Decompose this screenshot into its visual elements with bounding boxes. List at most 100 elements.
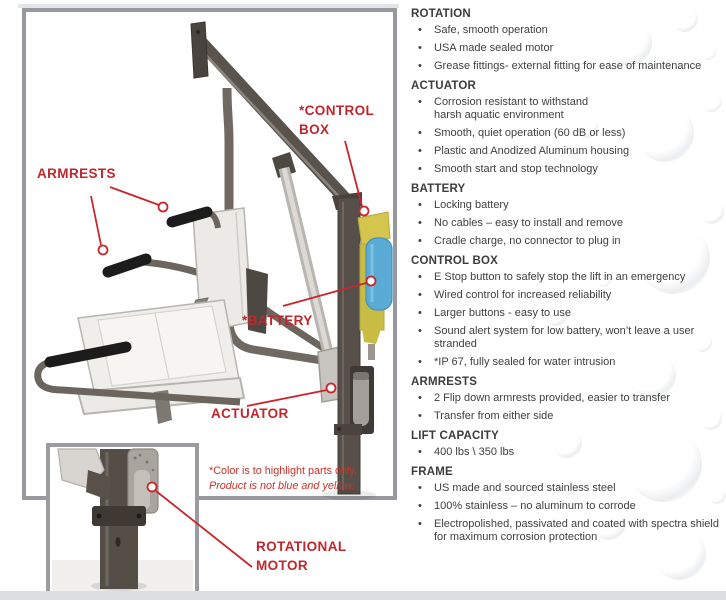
inset-link-bracket: [86, 470, 112, 500]
actuator-label: ACTUATOR: [211, 406, 289, 421]
specs-column: ROTATION Safe, smooth operationUSA made …: [411, 2, 723, 549]
armrest-grip-down: [44, 341, 132, 368]
inset-pole-slot: [115, 537, 121, 547]
leader-dot-control-box: [358, 205, 370, 217]
leader-armrest-1: [109, 186, 160, 206]
seat-mount-bracket: [246, 268, 268, 334]
lift-illustration: [18, 4, 399, 595]
collar-bolt: [136, 513, 142, 519]
photo-frame-border: [22, 8, 397, 500]
bullet-item: Electropolished, passivated and coated w…: [411, 518, 723, 544]
motor-speckle: [145, 460, 149, 464]
color-disclaimer-note: *Color is to highlight parts only. Produc…: [209, 464, 357, 494]
leader-dot-battery: [365, 275, 377, 287]
section-heading: BATTERY: [411, 183, 466, 195]
rotational-motor-label-line2: MOTOR: [256, 558, 308, 573]
motor-cap: [353, 372, 369, 380]
bullet-item: *IP 67, fully sealed for water intrusion: [411, 356, 723, 369]
bullet-item: 100% stainless – no aluminum to corrode: [411, 500, 723, 513]
leader-dot-armrest-2: [97, 244, 109, 256]
bullet-item: No cables – easy to install and remove: [411, 217, 723, 230]
seat-back-seam: [235, 211, 244, 321]
bullet-item: USA made sealed motor: [411, 42, 723, 55]
section-bullets: 2 Flip down armrests provided, easier to…: [411, 392, 723, 423]
motor-speckle: [133, 456, 137, 460]
bullet-item: Grease fittings- external fitting for ea…: [411, 60, 723, 73]
section-actuator: ACTUATOR Corrosion resistant to withstan…: [411, 80, 723, 176]
section-bullets: Corrosion resistant to withstand harsh a…: [411, 96, 723, 176]
bullet-item: Plastic and Anodized Aluminum housing: [411, 145, 723, 158]
section-heading: ACTUATOR: [411, 80, 477, 92]
bullet-item: E Stop button to safely stop the lift in…: [411, 271, 723, 284]
boom-arm-highlight: [202, 51, 346, 204]
color-note-line2: Product is not blue and yellow.: [209, 480, 355, 492]
section-bullets: E Stop button to safely stop the lift in…: [411, 271, 723, 369]
leader-armrest-2: [90, 195, 102, 246]
leader-dot-armrest-1: [157, 201, 169, 213]
cradle-prong: [368, 344, 375, 360]
bullet-item: Transfer from either side: [411, 410, 723, 423]
bullet-item: Cradle charge, no connector to plug in: [411, 235, 723, 248]
leader-dot-rotational-motor: [146, 481, 158, 493]
armrest-grip-up: [166, 206, 213, 228]
battery-pack: [365, 237, 393, 311]
bullet-item: US made and sourced stainless steel: [411, 482, 723, 495]
armrests-label: ARMRESTS: [37, 166, 116, 181]
motor-speckle: [151, 468, 155, 472]
collar-bolt: [96, 513, 102, 519]
seat-pan-seam: [154, 312, 170, 380]
actuator-strut-highlight: [281, 167, 337, 379]
section-frame: FRAME US made and sourced stainless stee…: [411, 466, 723, 544]
cradle-lower: [362, 326, 382, 344]
section-bullets: 400 lbs \ 350 lbs: [411, 446, 723, 459]
color-note-line1: *Color is to highlight parts only.: [209, 465, 358, 477]
lift-diagram: ARMRESTS *CONTROL BOX *BATTERY ACTUATOR R…: [18, 4, 399, 595]
seat-post: [222, 87, 234, 322]
bullet-item: 2 Flip down armrests provided, easier to…: [411, 392, 723, 405]
section-battery: BATTERY Locking batteryNo cables – easy …: [411, 183, 723, 248]
section-lift-capacity: LIFT CAPACITY 400 lbs \ 350 lbs: [411, 430, 723, 459]
frame-top-highlight: [18, 4, 399, 8]
boom-arm: [192, 33, 357, 211]
footer-strip: [0, 591, 726, 600]
motor-speckle: [138, 453, 142, 457]
section-rotation: ROTATION Safe, smooth operationUSA made …: [411, 8, 723, 73]
motor-cylinder: [353, 374, 369, 426]
control-box-label-line2: BOX: [299, 122, 330, 137]
bullet-item: Sound alert system for low battery, won’…: [411, 325, 723, 351]
section-armrests: ARMRESTS 2 Flip down armrests provided, …: [411, 376, 723, 423]
leader-control-box: [344, 140, 363, 207]
bullet-item: Corrosion resistant to withstand harsh a…: [411, 96, 723, 122]
control-box-label: *CONTROL BOX: [299, 101, 374, 139]
leader-actuator: [246, 389, 328, 407]
armrest-grip-rear: [102, 253, 152, 278]
bullet-item: 400 lbs \ 350 lbs: [411, 446, 723, 459]
leader-battery: [282, 282, 367, 307]
rotational-motor-core: [134, 470, 150, 510]
boom-top-bracket: [190, 21, 209, 79]
bullet-item: Smooth, quiet operation (60 dB or less): [411, 127, 723, 140]
leader-dot-actuator: [325, 382, 337, 394]
section-bullets: Locking batteryNo cables – easy to insta…: [411, 199, 723, 248]
section-heading: CONTROL BOX: [411, 255, 498, 267]
rotational-motor-label: ROTATIONAL MOTOR: [256, 537, 346, 575]
bullet-item: Wired control for increased reliability: [411, 289, 723, 302]
bullet-item: Safe, smooth operation: [411, 24, 723, 37]
section-heading: LIFT CAPACITY: [411, 430, 499, 442]
battery-label: *BATTERY: [242, 313, 313, 328]
section-bullets: US made and sourced stainless steel 100% …: [411, 482, 723, 544]
section-control-box: CONTROL BOX E Stop button to safely stop…: [411, 255, 723, 369]
control-box-label-line1: *CONTROL: [299, 103, 375, 118]
mast: [337, 197, 361, 495]
rotational-motor-label-line1: ROTATIONAL: [256, 539, 347, 554]
mast-shadow: [322, 490, 376, 500]
mast-clamp: [334, 424, 362, 435]
bracket-bolt: [196, 30, 200, 34]
leader-rotational-motor: [155, 490, 253, 568]
bullet-item: Smooth start and stop technology: [411, 163, 723, 176]
lower-armrest-tube: [34, 358, 241, 406]
leader-lines: [90, 140, 377, 568]
section-bullets: Safe, smooth operationUSA made sealed mo…: [411, 24, 723, 73]
inset-collar-clamp: [92, 506, 146, 526]
